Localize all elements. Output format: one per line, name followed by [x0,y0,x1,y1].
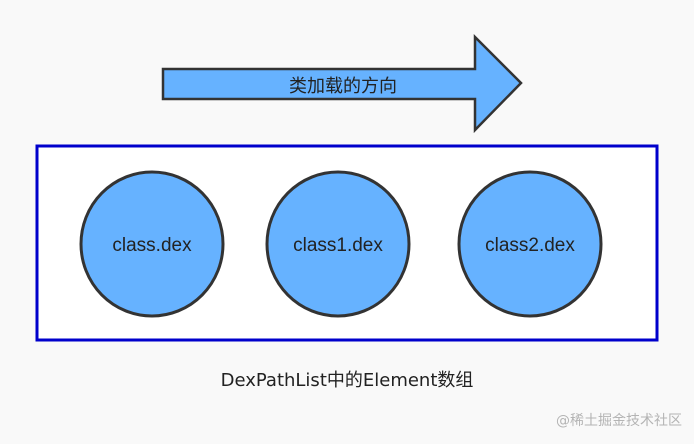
watermark: @稀土掘金技术社区 [556,413,682,429]
class-loading-direction-arrow [161,33,523,134]
arrow-label: 类加载的方向 [289,76,397,97]
element-label: class2.dex [485,235,575,256]
element-item: class2.dex [457,170,603,318]
element-circle [457,170,603,318]
element-circle [265,170,411,318]
element-item: class1.dex [265,170,411,318]
element-label: class1.dex [293,235,383,256]
element-item: class.dex [79,170,225,318]
element-label: class.dex [112,235,192,256]
diagram-caption: DexPathList中的Element数组 [220,370,474,391]
element-circle [79,170,225,318]
